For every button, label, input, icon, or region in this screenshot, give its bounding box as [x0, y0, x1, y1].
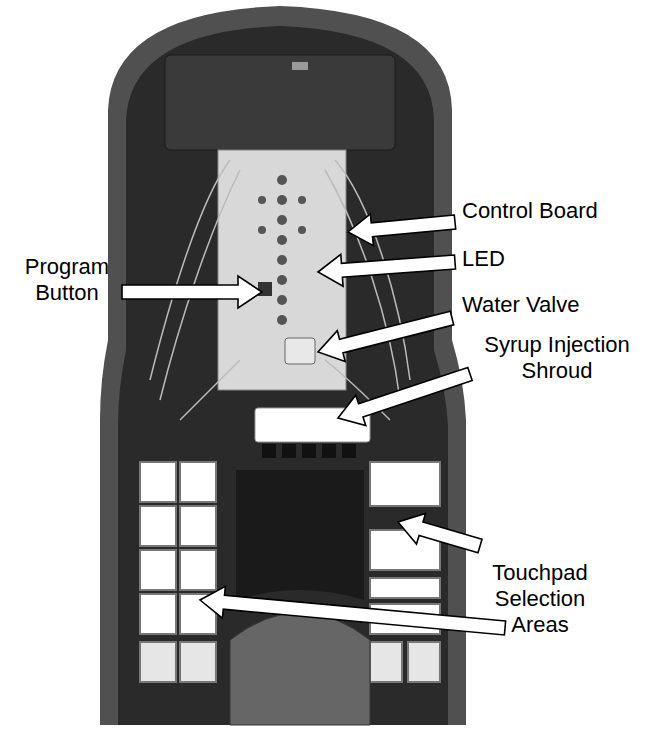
leader-arrow — [318, 254, 456, 286]
part-label: LED — [462, 246, 582, 272]
leader-arrow — [318, 311, 454, 361]
leader-arrow — [200, 586, 506, 635]
leader-arrow — [398, 513, 482, 552]
part-label: Program Button — [6, 254, 128, 306]
drip-tray — [230, 613, 370, 726]
part-label: Syrup Injection Shroud — [462, 332, 652, 384]
part-label: Touchpad Selection Areas — [480, 560, 600, 638]
water-valve — [285, 338, 315, 364]
touchpad-left — [140, 462, 216, 682]
leader-arrow — [338, 367, 472, 425]
touchpad-right — [370, 462, 440, 682]
nozzles — [262, 444, 356, 458]
part-label: Control Board — [462, 198, 652, 224]
part-label: Water Valve — [462, 292, 652, 318]
drip-area — [236, 470, 364, 600]
display-panel — [165, 55, 395, 150]
leader-arrow — [122, 276, 262, 308]
display-badge — [292, 62, 308, 70]
board-components — [258, 175, 306, 325]
leader-arrow — [348, 214, 456, 246]
